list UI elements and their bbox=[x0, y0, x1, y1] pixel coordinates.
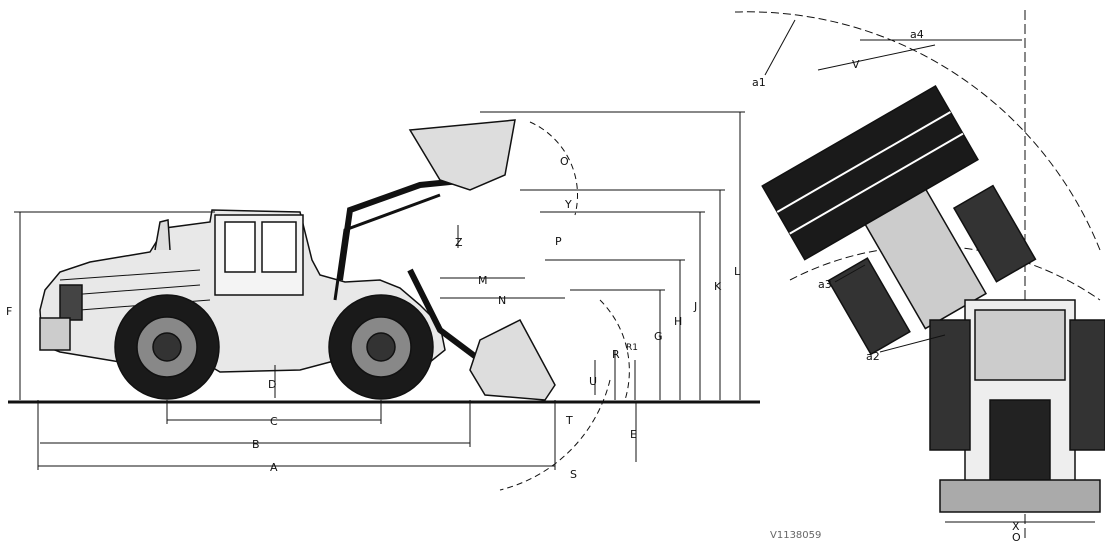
rear-counterweight-top bbox=[939, 479, 1101, 513]
rollback-arc bbox=[599, 299, 630, 401]
bucket-stripe bbox=[789, 132, 964, 235]
lift-arm-raised bbox=[337, 177, 471, 281]
label-E: E bbox=[630, 428, 637, 441]
rear-counterweight bbox=[39, 317, 71, 351]
label-X: X bbox=[1012, 520, 1020, 533]
side-view bbox=[8, 111, 760, 491]
leader-a2 bbox=[879, 334, 946, 353]
bucket-stripe bbox=[776, 111, 951, 213]
dim-V-line bbox=[817, 44, 936, 71]
label-O: O bbox=[560, 155, 569, 168]
lowered-bucket bbox=[469, 319, 556, 401]
label-C: C bbox=[270, 415, 278, 428]
rear-left-tire bbox=[929, 319, 971, 451]
label-R1: R1 bbox=[626, 343, 638, 353]
rear-cab-top bbox=[974, 309, 1066, 381]
rear-wheel bbox=[114, 294, 220, 400]
label-G: G bbox=[654, 330, 663, 343]
label-J: J bbox=[693, 300, 697, 313]
rear-engine-cover bbox=[989, 399, 1051, 481]
rear-right-tire bbox=[1069, 319, 1105, 451]
dump-arc bbox=[529, 121, 579, 216]
leader-a3 bbox=[834, 264, 866, 283]
label-a3: a3 bbox=[818, 278, 832, 291]
label-V: V bbox=[852, 58, 860, 71]
drawing-reference: V1138059 bbox=[770, 530, 821, 541]
label-K: K bbox=[714, 280, 722, 293]
label-O-top: O bbox=[1012, 531, 1021, 543]
side-view-labels: F L K J H G E R R1 U T S O P Y Z M N D C… bbox=[6, 155, 741, 481]
turned-right-tire bbox=[952, 184, 1037, 283]
turned-left-tire bbox=[827, 257, 911, 356]
front-frame-turned bbox=[761, 85, 1037, 356]
label-P: P bbox=[555, 235, 562, 248]
label-D: D bbox=[268, 378, 276, 391]
exhaust-stack bbox=[154, 219, 171, 251]
grille bbox=[59, 284, 83, 321]
leader-a1 bbox=[764, 19, 796, 76]
label-L: L bbox=[734, 265, 741, 278]
cab-window bbox=[224, 221, 256, 273]
label-S: S bbox=[570, 468, 577, 481]
top-view bbox=[734, 10, 1105, 540]
label-B: B bbox=[252, 438, 260, 451]
label-a1: a1 bbox=[752, 76, 766, 89]
label-Z: Z bbox=[455, 236, 463, 249]
label-a4: a4 bbox=[910, 28, 924, 41]
raised-bucket bbox=[408, 119, 516, 191]
cab-window bbox=[261, 221, 297, 273]
label-H: H bbox=[674, 315, 682, 328]
label-R: R bbox=[612, 348, 620, 361]
label-F: F bbox=[6, 305, 12, 318]
label-M: M bbox=[478, 274, 488, 287]
reach-arc bbox=[499, 379, 611, 491]
turned-frame bbox=[864, 188, 988, 330]
label-A: A bbox=[270, 461, 278, 474]
lift-arm-lowered bbox=[407, 268, 482, 363]
label-N: N bbox=[498, 294, 506, 307]
label-U: U bbox=[589, 375, 597, 388]
front-wheel bbox=[328, 294, 434, 400]
label-Y: Y bbox=[564, 198, 572, 211]
outer-turning-arc bbox=[734, 11, 1101, 251]
top-view-labels: a1 a2 a3 a4 V X O bbox=[752, 28, 1021, 543]
label-a2: a2 bbox=[866, 350, 880, 363]
lift-arm-link bbox=[333, 193, 441, 301]
label-T: T bbox=[565, 414, 573, 427]
